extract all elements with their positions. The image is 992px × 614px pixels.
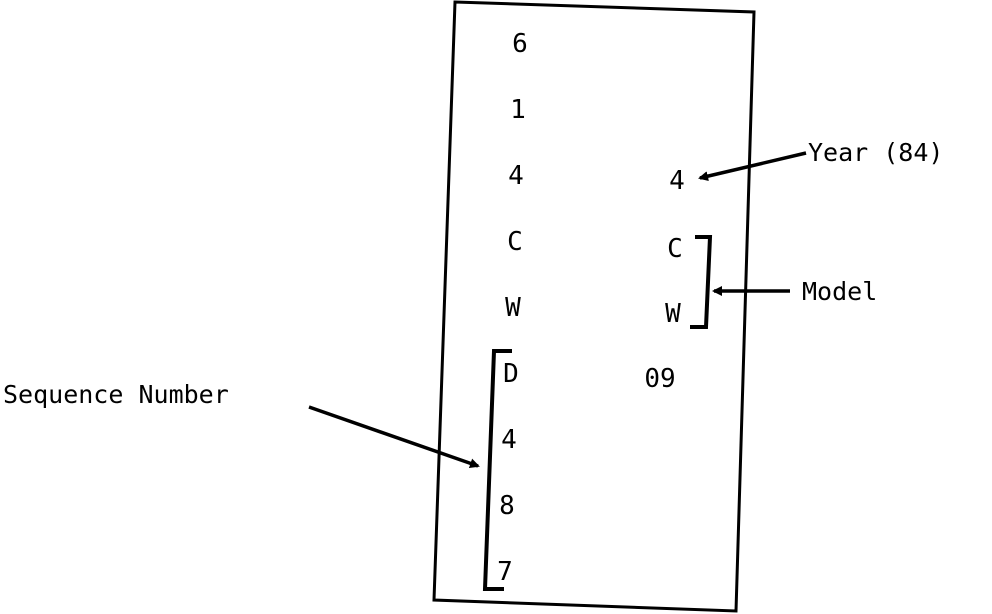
sequence-arrow <box>308 405 480 469</box>
plate-outline <box>432 0 756 613</box>
year-label: Year (84) <box>808 138 943 167</box>
plate-char-4: C <box>507 227 523 257</box>
model-bracket <box>690 235 713 329</box>
plate-char-9: 7 <box>497 557 513 587</box>
plate-char-8: 8 <box>499 491 515 521</box>
plate-char-2: 1 <box>510 95 526 125</box>
year-arrow <box>698 151 807 182</box>
plate-char-5: W <box>505 293 521 323</box>
model-letter-2: W <box>665 299 681 329</box>
model-letter-1: C <box>667 234 683 264</box>
sequence-number-label: Sequence Number <box>3 380 229 409</box>
sequence-bracket <box>482 349 512 591</box>
plate-char-6: D <box>503 359 519 389</box>
plate-char-1: 6 <box>512 29 528 59</box>
year-digit: 4 <box>669 166 685 196</box>
model-label: Model <box>802 277 877 306</box>
plate-number-09: 09 <box>644 364 675 394</box>
plate-char-3: 4 <box>508 161 524 191</box>
plate-char-7: 4 <box>501 425 517 455</box>
